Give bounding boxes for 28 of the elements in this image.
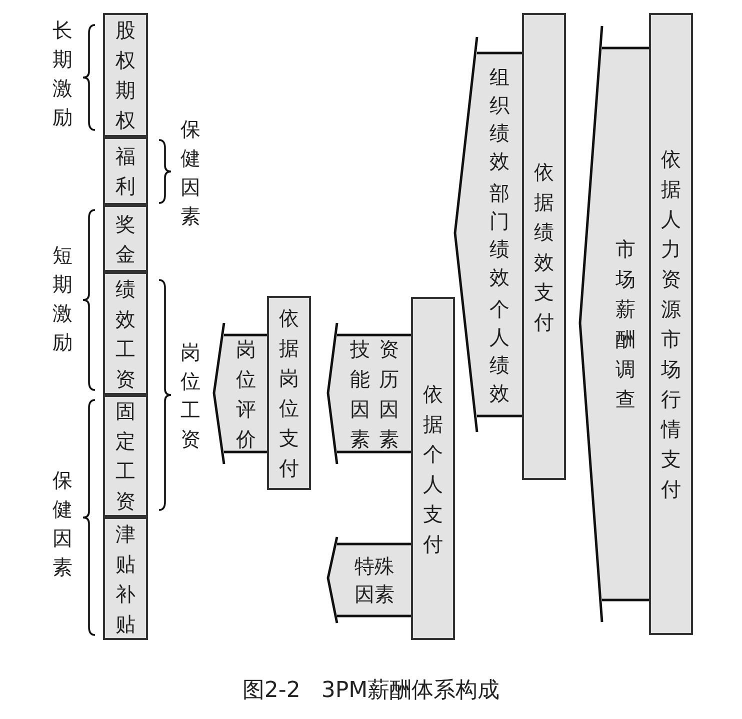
arrow-panel [213, 322, 269, 465]
label-box: 福利 [103, 137, 148, 205]
arrow-panel [454, 36, 523, 433]
label-box: 依据岗位支付 [267, 296, 311, 490]
label-box: 固定工资 [103, 395, 148, 517]
label-box: 津贴补贴 [103, 517, 148, 640]
panel-text: 技能因素 [350, 336, 370, 452]
panel-text: 市场薪酬调查 [615, 236, 636, 413]
group-label: 长期激励 [52, 17, 73, 131]
panel-text: 个人绩效 [489, 296, 510, 406]
panel-text: 岗位评价 [236, 336, 256, 452]
group-label: 岗位工资 [180, 339, 201, 453]
panel-text: 组织绩效 [489, 64, 510, 174]
label-box: 股权期权 [103, 13, 148, 137]
panel-text: 特殊因素 [354, 553, 396, 608]
label-box: 绩效工资 [103, 272, 148, 395]
panel-text: 资历因素 [378, 336, 400, 452]
group-label: 保健因素 [52, 467, 73, 581]
label-box: 奖金 [103, 205, 148, 272]
label-box: 依据人力资源市场行情支付 [649, 13, 693, 635]
caption: 图2-2 3PM薪酬体系构成 [241, 677, 501, 705]
arrow-panel [579, 25, 650, 623]
group-label: 短期激励 [52, 242, 73, 356]
label-box: 依据绩效支付 [522, 13, 566, 480]
group-label: 保健因素 [180, 116, 201, 230]
arrow-panel [327, 322, 413, 465]
arrow-panel [327, 536, 413, 624]
panel-text: 部门绩效 [489, 180, 510, 290]
